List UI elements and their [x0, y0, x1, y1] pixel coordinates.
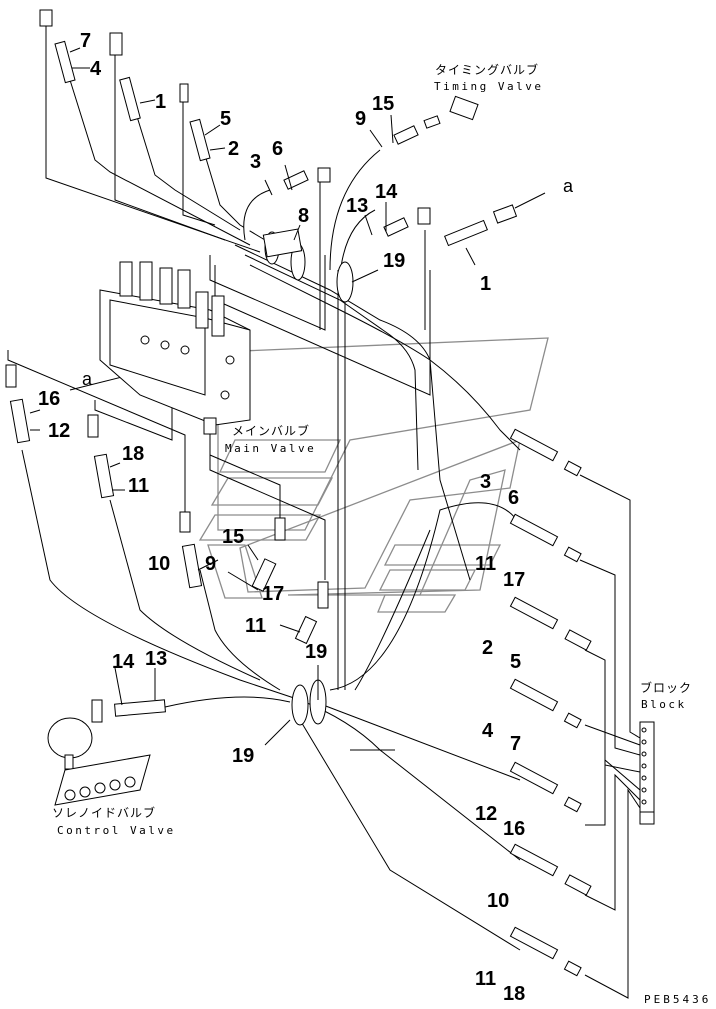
callout-8: 8 — [298, 205, 309, 227]
callout-15-mid: 15 — [222, 526, 244, 548]
hose-end-14 — [383, 217, 409, 237]
hose-end-17 — [294, 615, 318, 645]
fitting — [274, 517, 286, 541]
fitting — [5, 364, 17, 388]
control-valve — [47, 717, 151, 806]
block-manifold — [639, 721, 655, 825]
hose-end-7 — [54, 40, 76, 84]
callout-11b-right: 11 — [475, 968, 496, 990]
callout-4-right: 4 — [482, 720, 494, 742]
hose-end-11-17 — [509, 513, 559, 547]
main-valve-label-jp: メインバルブ — [232, 423, 310, 438]
fitting-elbow — [109, 32, 123, 56]
callout-11-mid: 11 — [245, 615, 266, 637]
callout-14-cv: 14 — [112, 651, 135, 673]
adapter — [423, 115, 441, 129]
callout-13: 13 — [346, 195, 368, 217]
callout-15: 15 — [372, 93, 394, 115]
callout-5: 5 — [220, 108, 231, 130]
right-hose-ends — [509, 428, 592, 977]
callout-9: 9 — [355, 108, 366, 130]
callout-6-right: 6 — [508, 487, 519, 509]
callout-11-right: 11 — [475, 553, 496, 575]
callout-12-right: 12 — [475, 803, 497, 825]
hose-end-6 — [283, 170, 309, 190]
hose-end-10 — [181, 543, 203, 589]
callout-4: 4 — [90, 58, 102, 80]
marker-a-out: a — [563, 176, 574, 196]
callout-19-bundle: 19 — [232, 745, 254, 767]
hose-end-15 — [251, 558, 277, 592]
fitting-elbow — [417, 207, 431, 225]
control-valve-label-en: Control Valve — [57, 824, 176, 837]
callout-5-right: 5 — [510, 651, 521, 673]
callout-2-right: 2 — [482, 637, 493, 659]
callout-3-right: 3 — [480, 471, 491, 493]
callout-7: 7 — [80, 30, 91, 52]
fitting-elbow — [317, 167, 331, 183]
hose-end-15 — [393, 125, 419, 145]
callout-1-right: 1 — [480, 273, 491, 295]
hose-end-16 — [9, 398, 31, 444]
hose-end-12-16 — [509, 761, 559, 795]
hose-end-2-5 — [509, 596, 559, 630]
hose-end-1 — [119, 76, 141, 122]
hose-end-13 — [114, 699, 166, 717]
callout-13-cv: 13 — [145, 648, 167, 670]
fitting-tee — [91, 699, 103, 723]
callout-9-mid: 9 — [205, 553, 216, 575]
hose-end-11-18 — [509, 926, 559, 960]
component-captions: タイミングバルブ Timing Valve メインバルブ Main Valve … — [52, 62, 711, 1006]
callout-10-mid: 10 — [148, 553, 170, 575]
timing-valve-label-jp: タイミングバルブ — [435, 62, 539, 77]
hose-end-4-7 — [509, 678, 559, 712]
main-valve — [99, 261, 251, 435]
fitting-elbow — [39, 9, 53, 27]
hose-lines — [7, 25, 641, 999]
hose-end-18 — [93, 453, 115, 499]
fitting-elbow — [179, 83, 189, 103]
timing-valve-body — [449, 95, 479, 121]
callout-leaders — [29, 47, 476, 746]
callout-14: 14 — [375, 181, 398, 203]
callout-17-mid: 17 — [262, 583, 284, 605]
main-valve-label-en: Main Valve — [225, 442, 316, 455]
callout-19: 19 — [383, 250, 405, 272]
callout-2: 2 — [228, 138, 239, 160]
tee-fitting — [492, 204, 518, 224]
block-label-jp: ブロック — [640, 680, 692, 695]
callout-16-right: 16 — [503, 818, 525, 840]
callout-16: 16 — [38, 388, 60, 410]
fittings — [5, 9, 518, 723]
callout-3: 3 — [250, 151, 261, 173]
callout-7-right: 7 — [510, 733, 521, 755]
hose-end-3-6 — [509, 428, 559, 462]
hose-end-5 — [189, 118, 211, 162]
callout-6: 6 — [272, 138, 283, 160]
callout-11: 11 — [128, 475, 149, 497]
control-valve-label-jp: ソレノイドバルブ — [52, 805, 156, 820]
hose-end-10 — [509, 843, 559, 877]
callout-1: 1 — [155, 91, 166, 113]
hose-bundle-clamps — [262, 228, 354, 726]
marker-a-in: a — [82, 369, 93, 389]
callout-17-right: 17 — [503, 569, 525, 591]
fitting — [317, 581, 329, 609]
fitting — [179, 511, 191, 533]
callout-labels: 7 4 1 5 2 3 6 8 9 15 13 14 19 1 16 12 18… — [38, 30, 574, 1005]
callout-12: 12 — [48, 420, 70, 442]
reference-code: PEB5436 — [644, 993, 711, 1006]
callout-19-mid: 19 — [305, 641, 327, 663]
callout-18-right: 18 — [503, 983, 525, 1005]
timing-valve-label-en: Timing Valve — [434, 80, 543, 93]
fitting — [87, 414, 99, 438]
callout-10-right: 10 — [487, 890, 509, 912]
block-label-en: Block — [641, 698, 687, 711]
callout-18: 18 — [122, 443, 144, 465]
hose-end-1 — [444, 219, 488, 247]
